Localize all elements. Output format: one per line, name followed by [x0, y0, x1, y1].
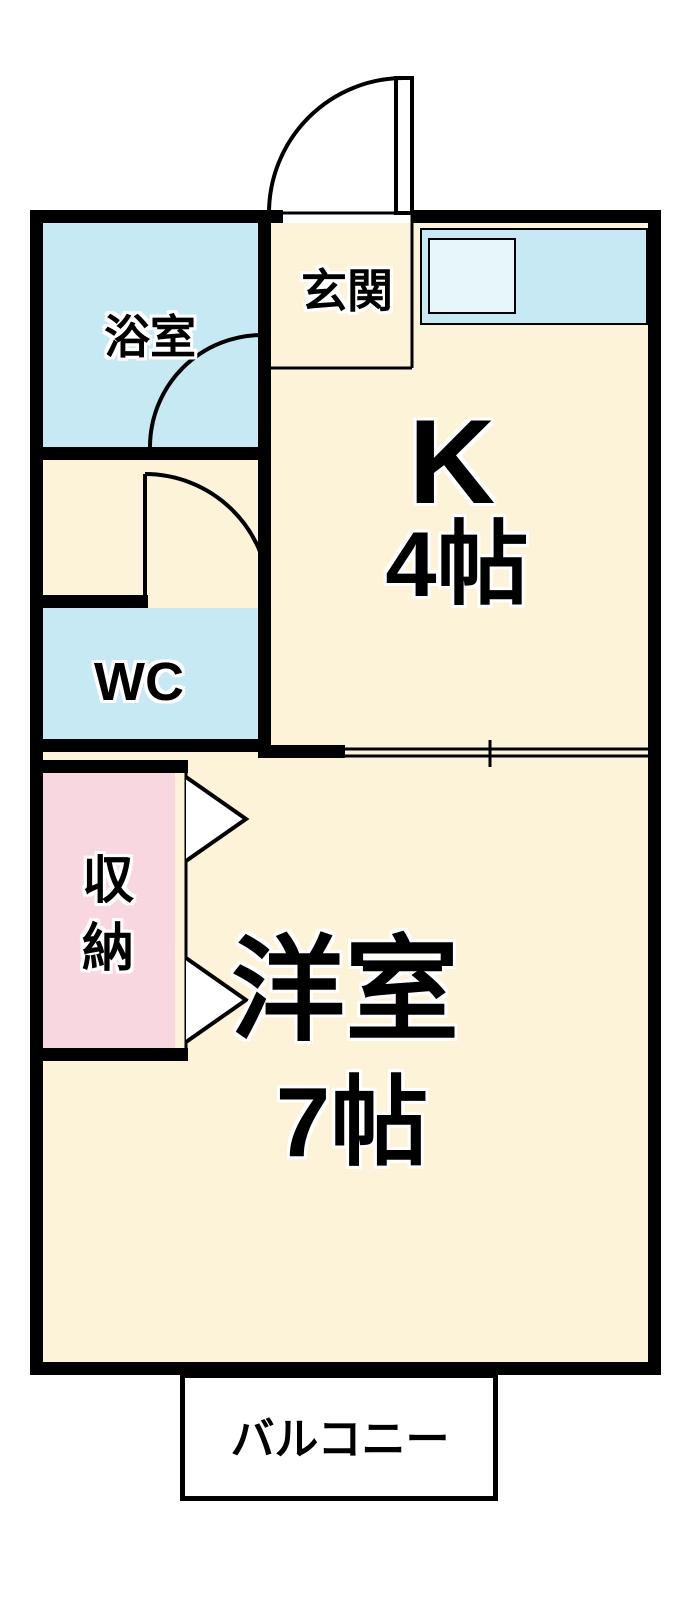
bathroom-door-arc — [148, 333, 263, 448]
kitchen-size-label: 4帖 — [385, 514, 529, 616]
bathroom-label: 浴室 — [104, 311, 196, 363]
toilet-top-wall — [43, 595, 148, 608]
entrance-door-leaf — [394, 76, 414, 215]
toilet-bottom-wall — [30, 739, 271, 752]
kitchen-sink — [428, 238, 516, 314]
outer-wall-left — [30, 210, 43, 1375]
closet-label: 収 納 — [82, 855, 134, 975]
closet-label-char-bottom: 納 — [81, 920, 135, 978]
toilet-label: WC — [94, 652, 184, 712]
closet-bottom-wall — [30, 1048, 188, 1061]
bathroom-floor — [43, 223, 258, 447]
kitchen-label: K — [408, 395, 496, 529]
closet-door-chevron-bottom — [184, 956, 250, 1044]
interior-wall-vertical — [258, 210, 271, 758]
outer-wall-bottom — [30, 1362, 661, 1375]
toilet-floor — [43, 608, 258, 739]
kitchen-room-partition-wall — [258, 745, 345, 758]
entrance-door-arc — [267, 76, 405, 214]
kitchen-counter — [420, 228, 648, 325]
outer-wall-top-left — [30, 210, 283, 223]
closet-door-chevron-top — [184, 775, 250, 863]
closet-floor — [43, 773, 175, 1048]
outer-wall-top-right — [412, 210, 661, 223]
western-room-label: 洋室 — [230, 928, 460, 1055]
balcony — [180, 1373, 498, 1501]
closet-top-wall — [30, 760, 188, 773]
outer-wall-right — [648, 210, 661, 1375]
entrance-label: 玄関 — [301, 265, 393, 317]
balcony-label: バルコニー — [230, 1415, 450, 1464]
bathroom-bottom-wall — [43, 447, 271, 460]
western-room-size-label: 7帖 — [275, 1067, 429, 1177]
closet-label-char-top: 収 — [81, 852, 135, 910]
toilet-door-arc — [144, 472, 271, 599]
